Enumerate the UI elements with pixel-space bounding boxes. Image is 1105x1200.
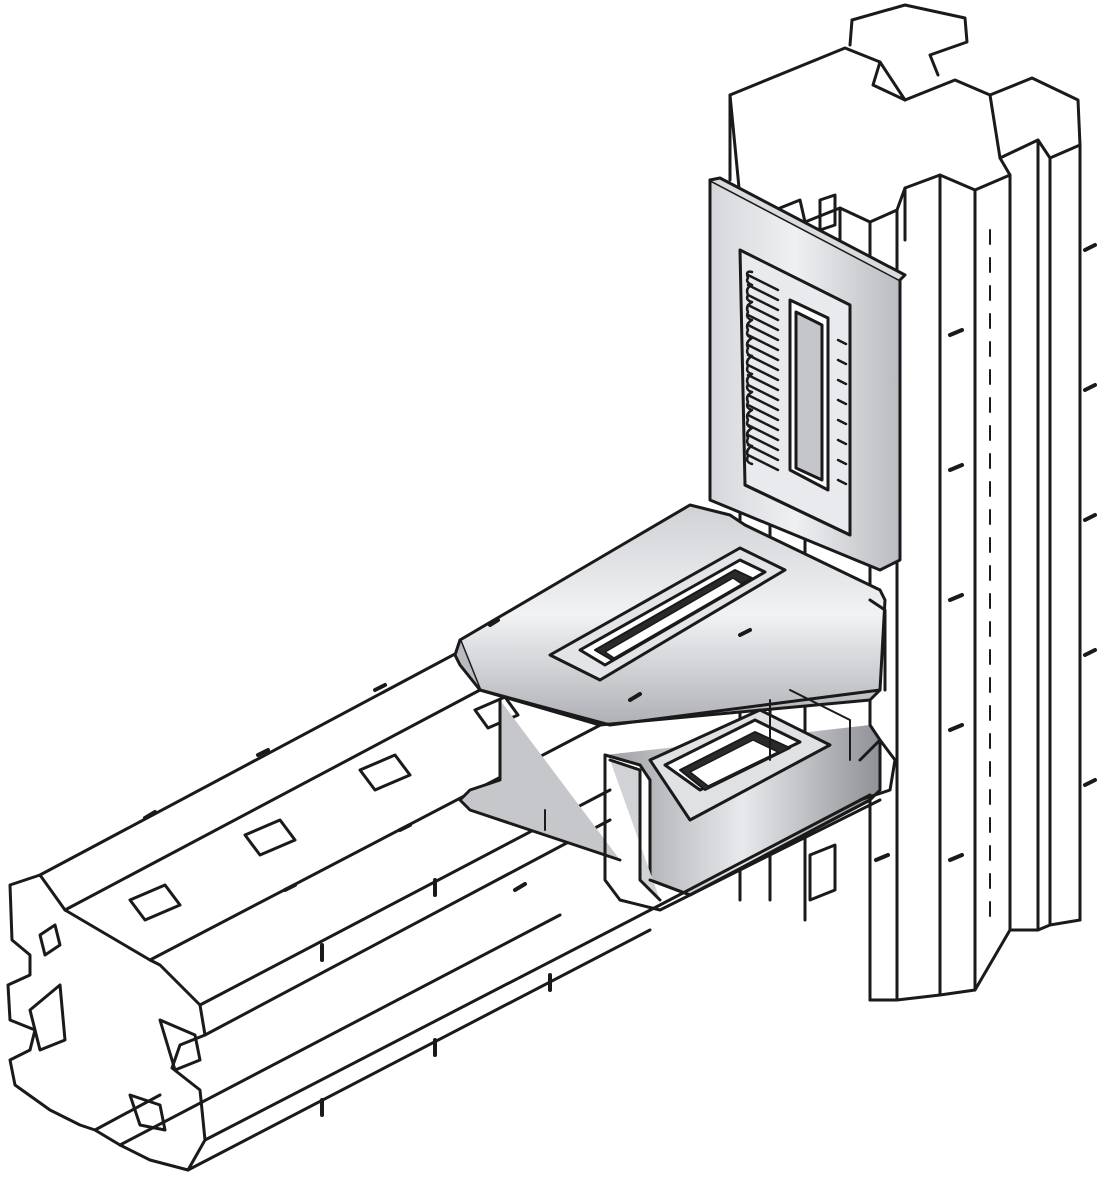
vertical-flange bbox=[708, 176, 907, 572]
horizontal-beam bbox=[6, 628, 662, 1172]
angle-connector bbox=[453, 176, 907, 912]
hidden-beam-section bbox=[544, 689, 851, 831]
lower-horizontal-flange bbox=[603, 708, 897, 912]
serrated-teeth bbox=[745, 270, 848, 486]
upper-horizontal-flange bbox=[453, 503, 887, 862]
